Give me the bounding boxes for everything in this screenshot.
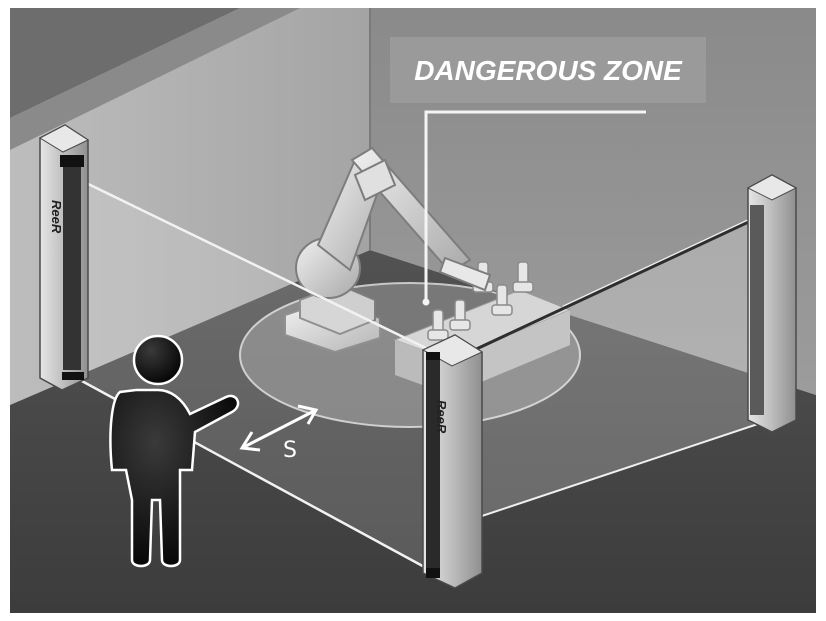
brand-mark-left: ReeR (49, 200, 64, 234)
light-curtain-rear-post (748, 175, 796, 432)
zone-leader-dot (423, 299, 430, 306)
distance-label: S (283, 438, 297, 463)
light-curtain-transmitter-post: ReeR (40, 125, 88, 390)
brand-mark-front: ReeR (434, 400, 449, 434)
light-curtain-receiver-post: ReeR (423, 335, 482, 588)
zone-label: DANGEROUS ZONE (414, 55, 683, 86)
